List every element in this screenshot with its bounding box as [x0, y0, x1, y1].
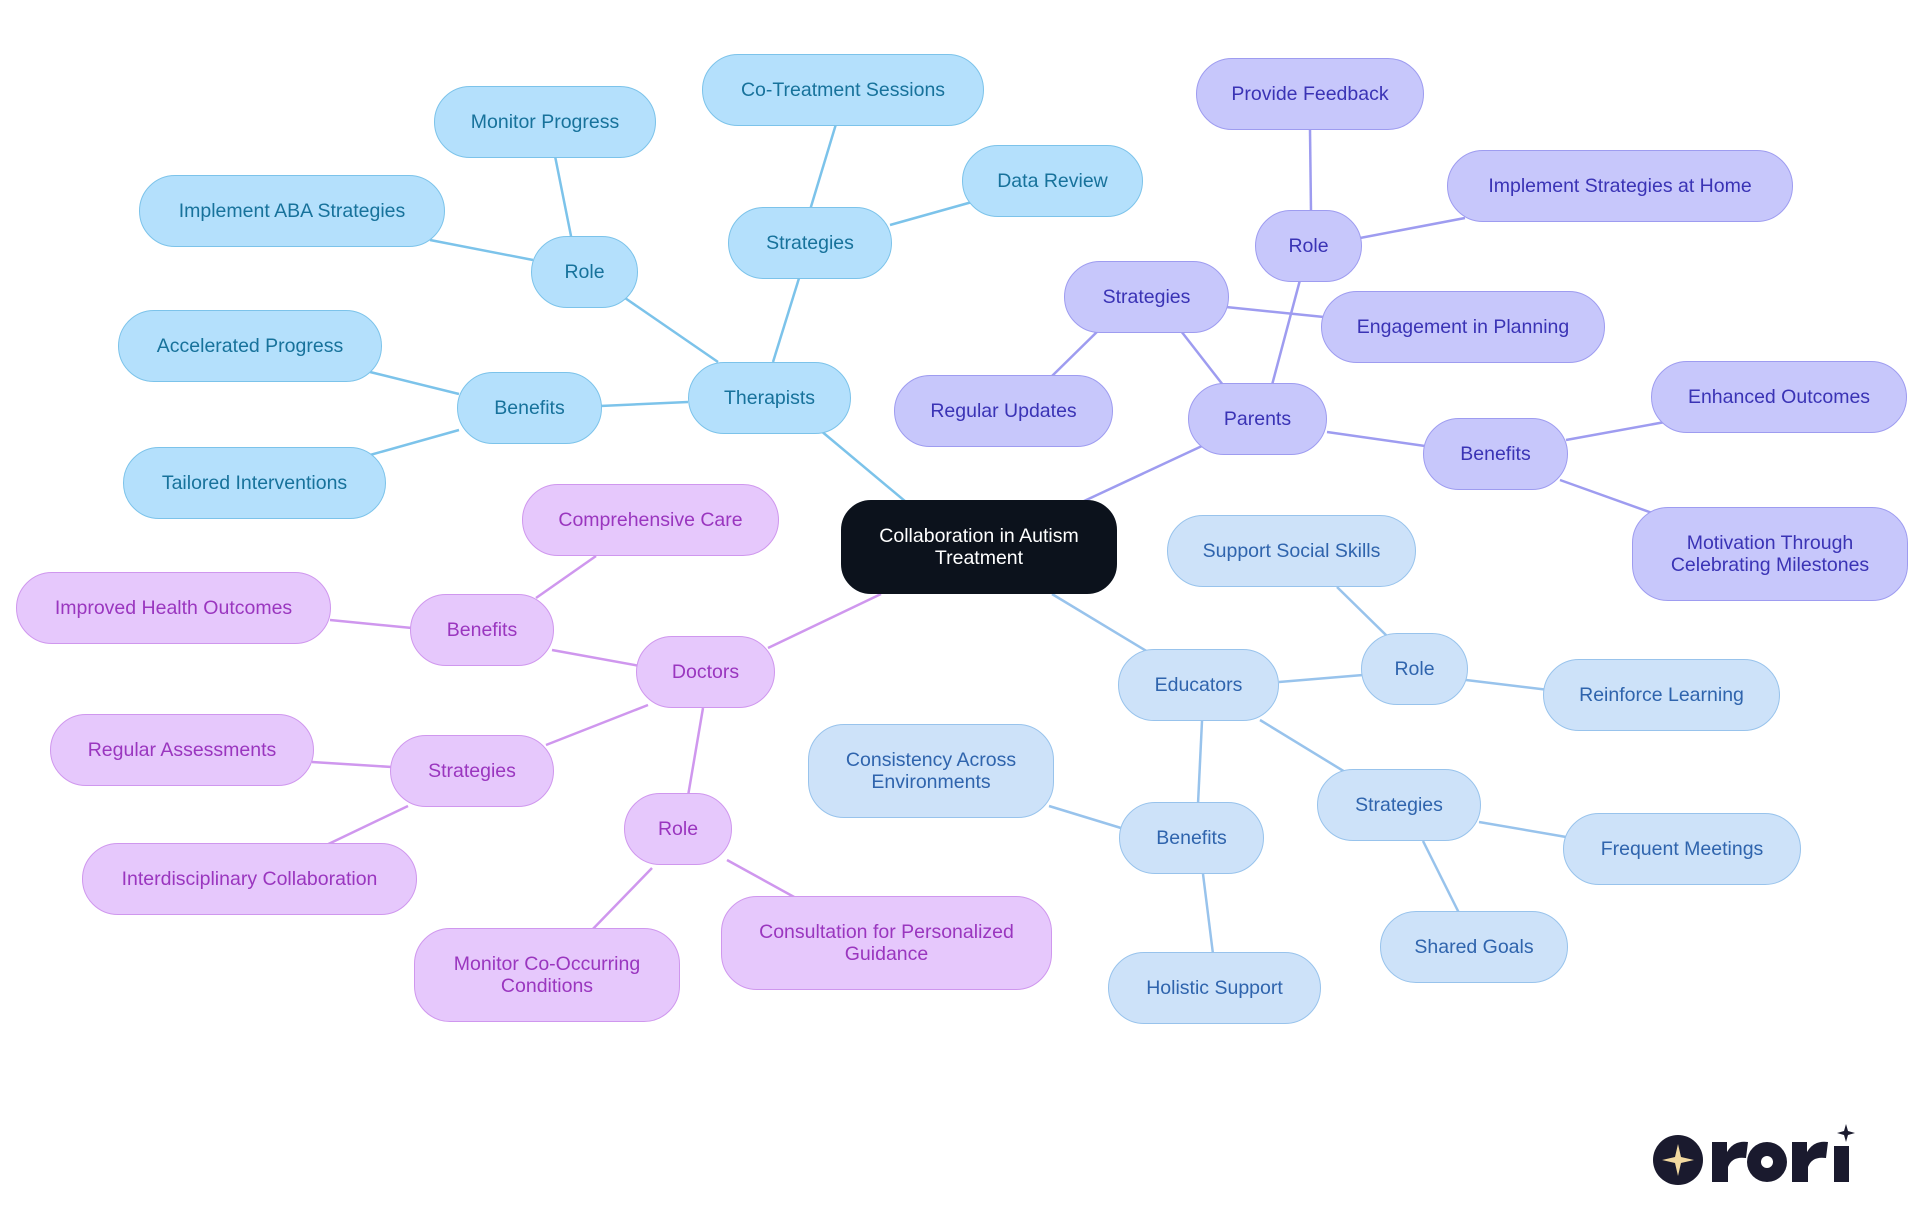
educators-benefits-node: Benefits [1119, 802, 1264, 874]
educators-connector [1465, 678, 1550, 692]
parents-node: Parents [1188, 383, 1327, 455]
rori-logo [1650, 1122, 1860, 1192]
parents-connector [1326, 430, 1426, 448]
parents-role-item: Implement Strategies at Home [1447, 150, 1793, 222]
educators-connector [1201, 873, 1215, 955]
therapists-connector [889, 200, 973, 227]
doctors-strategies-node: Strategies [390, 735, 554, 807]
parents-strategies-item: Regular Updates [894, 375, 1113, 447]
educators-node: Educators [1118, 649, 1279, 721]
parents-role-node: Role [1255, 210, 1362, 282]
therapists-connector [369, 370, 460, 396]
therapists-connector [429, 238, 534, 262]
sparkle-icon [1837, 1124, 1855, 1142]
parents-connector [1081, 444, 1203, 504]
therapists-node: Therapists [688, 362, 851, 434]
doctors-connector [311, 760, 393, 769]
educators-connector [1478, 820, 1573, 840]
therapists-strategies-node: Strategies [728, 207, 892, 279]
doctors-connector [726, 858, 806, 905]
doctors-strategies-item: Interdisciplinary Collaboration [82, 843, 417, 915]
educators-connector [1196, 720, 1204, 805]
parents-benefits-item: Motivation Through Celebrating Milestone… [1632, 507, 1908, 601]
logo-letter-i [1834, 1146, 1849, 1182]
doctors-role-item: Consultation for Personalized Guidance [721, 896, 1052, 990]
doctors-connector [589, 867, 653, 933]
doctors-connector [317, 804, 409, 851]
sparkle-icon [1662, 1144, 1694, 1176]
therapists-connector [624, 296, 719, 364]
doctors-connector [767, 592, 882, 650]
parents-connector [1308, 129, 1313, 213]
educators-strategies-node: Strategies [1317, 769, 1481, 841]
educators-benefits-item: Holistic Support [1108, 952, 1321, 1024]
therapists-benefits-item: Accelerated Progress [118, 310, 382, 382]
parents-connector [1270, 279, 1302, 386]
parents-connector [1359, 216, 1466, 240]
therapists-strategies-item: Co-Treatment Sessions [702, 54, 984, 126]
logo-letter-o-hole [1761, 1156, 1773, 1168]
therapists-benefits-item: Tailored Interventions [123, 447, 386, 519]
educators-connector [1259, 718, 1351, 777]
doctors-role-node: Role [624, 793, 732, 865]
educators-role-node: Role [1361, 633, 1468, 705]
rori-logo-mark [1653, 1124, 1855, 1185]
doctors-role-item: Monitor Co-Occurring Conditions [414, 928, 680, 1022]
doctors-benefits-item: Comprehensive Care [522, 484, 779, 556]
therapists-connector [771, 274, 802, 363]
educators-benefits-item: Consistency Across Environments [808, 724, 1054, 818]
educators-connector [1051, 592, 1149, 654]
educators-role-item: Reinforce Learning [1543, 659, 1780, 731]
parents-connector [1180, 330, 1224, 386]
educators-role-item: Support Social Skills [1167, 515, 1416, 587]
doctors-connector [545, 703, 649, 747]
logo-letter-r [1712, 1141, 1748, 1182]
educators-strategies-item: Shared Goals [1380, 911, 1568, 983]
doctors-benefits-node: Benefits [410, 594, 554, 666]
root-node: Collaboration in Autism Treatment [841, 500, 1117, 594]
doctors-connector [329, 618, 413, 630]
therapists-benefits-node: Benefits [457, 372, 602, 444]
parents-strategies-node: Strategies [1064, 261, 1229, 333]
therapists-connector [599, 400, 689, 408]
educators-connector [1421, 840, 1461, 914]
doctors-connector [551, 648, 641, 668]
therapists-role-node: Role [531, 236, 638, 308]
educators-connector [1278, 673, 1364, 684]
doctors-node: Doctors [636, 636, 775, 708]
logo-letter-r [1792, 1141, 1828, 1182]
educators-connector [1048, 804, 1122, 830]
therapists-connector [808, 123, 838, 211]
doctors-strategies-item: Regular Assessments [50, 714, 314, 786]
parents-benefits-item: Enhanced Outcomes [1651, 361, 1907, 433]
doctors-connector [535, 554, 597, 600]
educators-connector [1336, 586, 1391, 640]
therapists-role-item: Monitor Progress [434, 86, 656, 158]
therapists-connector [819, 429, 919, 513]
parents-connector [1565, 420, 1666, 442]
parents-role-item: Provide Feedback [1196, 58, 1424, 130]
educators-strategies-item: Frequent Meetings [1563, 813, 1801, 885]
doctors-benefits-item: Improved Health Outcomes [16, 572, 331, 644]
therapists-role-item: Implement ABA Strategies [139, 175, 445, 247]
therapists-connector [369, 428, 460, 457]
parents-connector [1225, 305, 1325, 319]
therapists-strategies-item: Data Review [962, 145, 1143, 217]
parents-strategies-item: Engagement in Planning [1321, 291, 1605, 363]
doctors-connector [686, 707, 705, 797]
parents-benefits-node: Benefits [1423, 418, 1568, 490]
parents-connector [1559, 478, 1656, 516]
